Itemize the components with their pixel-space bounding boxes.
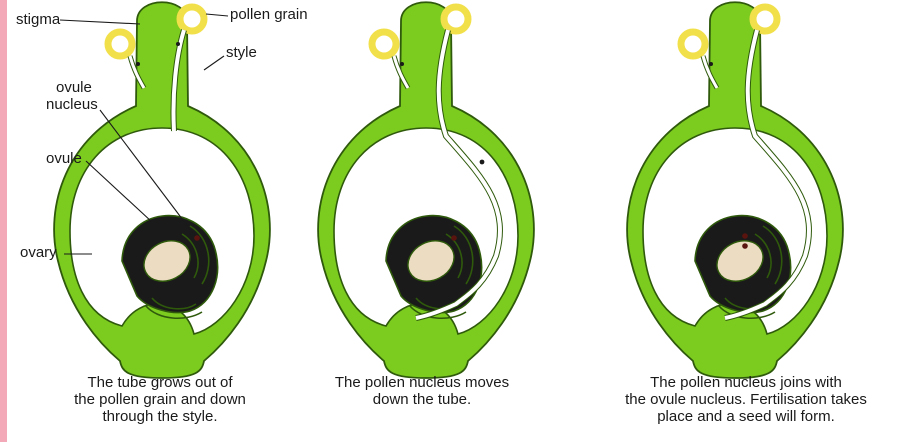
caption-3-line-1: The pollen nucleus joins with — [588, 374, 904, 391]
label-ovule-nucleus-1: ovule — [56, 79, 92, 96]
label-ovule: ovule — [46, 150, 82, 167]
flower-3-carpel — [627, 2, 843, 378]
caption-1-line-1: The tube grows out of — [50, 374, 270, 391]
flower-2-carpel — [318, 2, 534, 378]
label-pollen-grain: pollen grain — [230, 6, 308, 23]
caption-stage-2: The pollen nucleus moves down the tube. — [312, 374, 532, 408]
caption-stage-1: The tube grows out of the pollen grain a… — [50, 374, 270, 425]
caption-3-line-2: the ovule nucleus. Fertilisation takes — [588, 391, 904, 408]
caption-2-line-1: The pollen nucleus moves — [312, 374, 532, 391]
caption-1-line-2: the pollen grain and down — [50, 391, 270, 408]
label-ovule-nucleus-2: nucleus — [46, 96, 98, 113]
label-style: style — [226, 44, 257, 61]
caption-3-line-3: place and a seed will form. — [588, 408, 904, 425]
caption-1-line-3: through the style. — [50, 408, 270, 425]
label-stigma: stigma — [16, 11, 60, 28]
label-ovary: ovary — [20, 244, 57, 261]
caption-2-line-2: down the tube. — [312, 391, 532, 408]
caption-stage-3: The pollen nucleus joins with the ovule … — [588, 374, 904, 425]
